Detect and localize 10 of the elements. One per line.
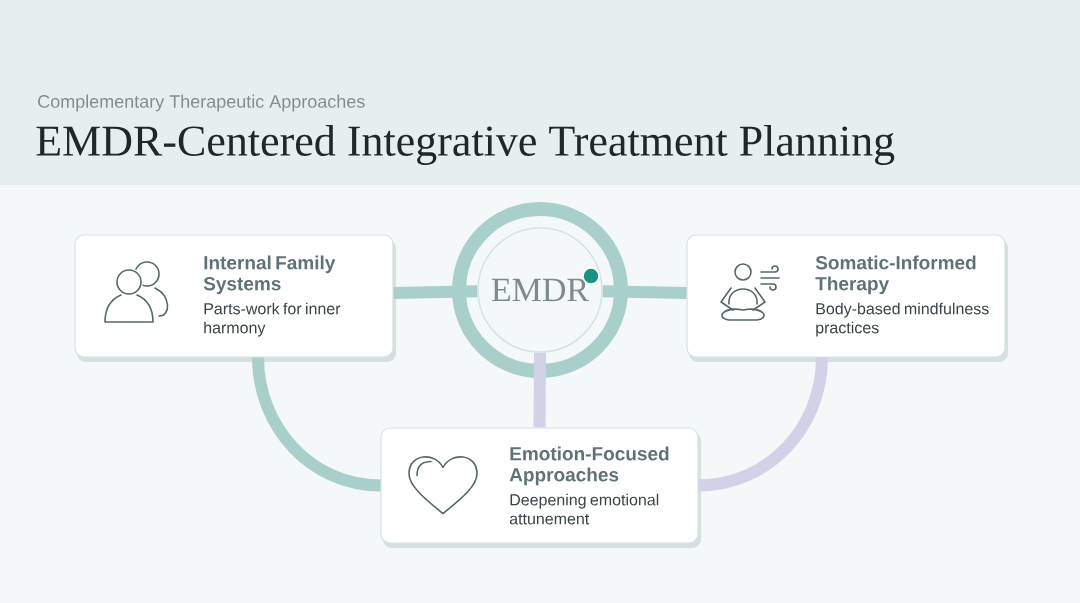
connector: [602, 285, 687, 299]
connector: [698, 357, 828, 492]
card: Internal Family Systems Parts-work for inner harmony: [74, 234, 396, 362]
card: Emotion-Focused Approaches Deepening emotional attunement: [380, 427, 701, 548]
connector: [533, 352, 546, 428]
card: Somatic-Informed Therapy Body-based mindfulness practices: [686, 234, 1008, 362]
connector: [393, 285, 478, 299]
connector: [252, 357, 381, 492]
title: EMDR-Centered Integrative Treatment Planning: [36, 125, 895, 165]
subtitle: Complementary Therapeutic Approaches: [38, 94, 365, 112]
